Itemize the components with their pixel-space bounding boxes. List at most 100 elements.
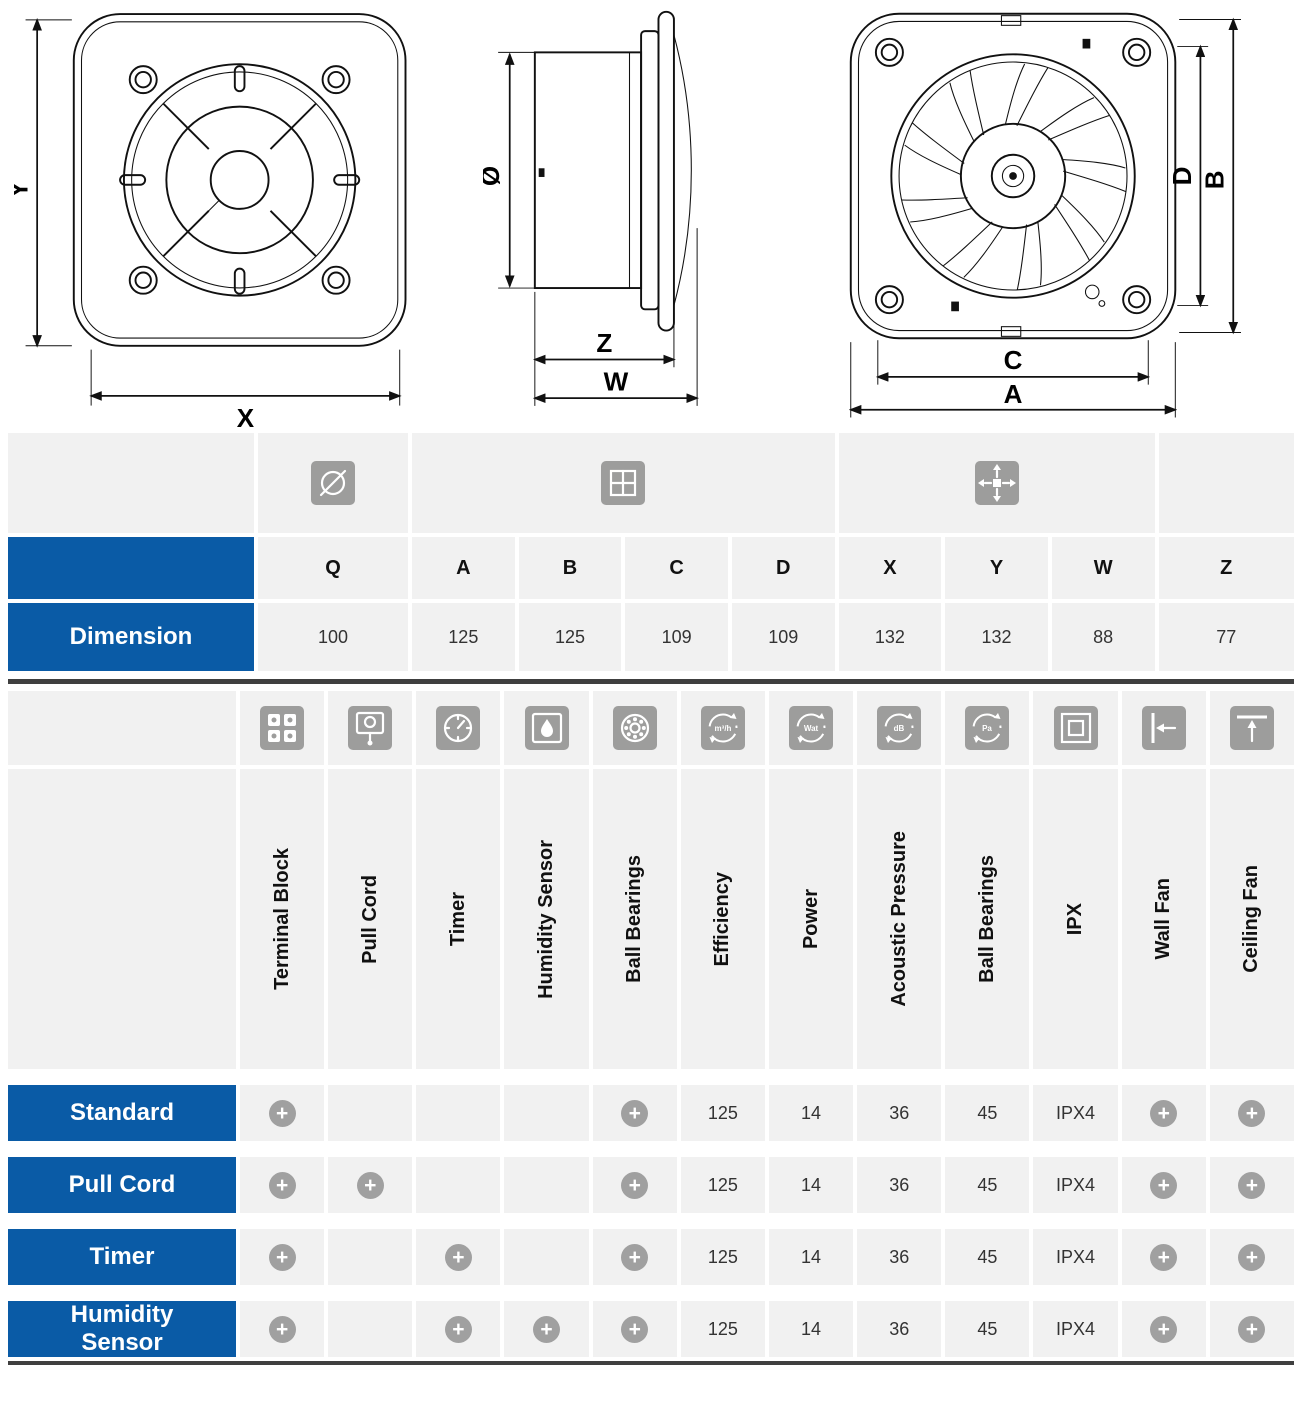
feature-column-label-cell: Ball Bearings — [945, 769, 1030, 1069]
feature-value-cell: 36 — [857, 1085, 942, 1141]
feature-icon-cell: dB — [857, 691, 942, 765]
feature-value-cell: + — [240, 1301, 325, 1357]
feature-value-cell: 14 — [768, 1085, 854, 1141]
wall-fan-icon — [1141, 706, 1186, 750]
dimension-row-label: Dimension — [8, 603, 254, 671]
svg-text:dB: dB — [894, 724, 905, 733]
dimension-column-header: D — [731, 537, 835, 599]
feature-column-label: Humidity Sensor — [535, 839, 558, 999]
dimension-column-header: Q — [258, 537, 408, 599]
feature-value-cell — [416, 1157, 501, 1213]
plus-icon: + — [1238, 1243, 1266, 1271]
plus-icon: + — [444, 1315, 472, 1343]
dimension-icon-empty-cell — [1158, 433, 1294, 533]
dimension-header-blank-cell — [8, 537, 254, 599]
feature-column-label: Efficiency — [711, 871, 734, 967]
feature-value-cell: 45 — [945, 1157, 1030, 1213]
feature-value-cell: + — [1121, 1229, 1206, 1285]
feature-column-label: Timer — [446, 891, 469, 947]
feature-value-cell: 36 — [857, 1157, 942, 1213]
diameter-icon — [311, 461, 355, 505]
plus-icon: + — [621, 1315, 649, 1343]
feature-column-label: IPX — [1064, 902, 1087, 936]
feature-value-cell: 36 — [857, 1229, 942, 1285]
plus-icon: + — [1150, 1171, 1178, 1199]
feature-value-cell: + — [416, 1229, 501, 1285]
power-icon: Wat — [789, 706, 834, 750]
plus-icon: + — [1150, 1315, 1178, 1343]
plus-icon: + — [444, 1243, 472, 1271]
front-view-drawing: Y X — [14, 13, 407, 431]
back-inner-horizontal-dim-label: C — [1004, 345, 1023, 375]
feature-column-label: Terminal Block — [270, 848, 293, 990]
feature-column-label-cell: Pull Cord — [328, 769, 413, 1069]
feature-row-label-text: Timer — [89, 1243, 155, 1271]
feature-value-cell: 45 — [945, 1301, 1030, 1357]
plus-icon: + — [1150, 1243, 1178, 1271]
dimension-icon-row — [8, 433, 1294, 533]
feature-value-cell: + — [1209, 1229, 1294, 1285]
feature-row-label: Humidity Sensor — [8, 1301, 236, 1357]
feature-column-label-cell: Efficiency — [680, 769, 765, 1069]
feature-table-corner-cell — [8, 691, 236, 765]
dimension-column-header: Z — [1158, 537, 1294, 599]
feature-column-label-cell: Humidity Sensor — [504, 769, 589, 1069]
back-inner-vertical-dim-label: D — [1167, 167, 1197, 186]
plus-icon: + — [268, 1171, 296, 1199]
feature-icon-cell — [1209, 691, 1294, 765]
feature-value-cell — [504, 1157, 589, 1213]
feature-value-cell: + — [1209, 1085, 1294, 1141]
feature-label-corner-cell — [8, 769, 236, 1069]
feature-row-label: Standard — [8, 1085, 236, 1141]
feature-value-cell: + — [592, 1157, 677, 1213]
feature-column-label-cell: IPX — [1033, 769, 1118, 1069]
feature-value-cell — [504, 1229, 589, 1285]
feature-column-label: Acoustic Pressure — [887, 831, 910, 1007]
feature-value-cell: + — [592, 1085, 677, 1141]
feature-value-cell — [328, 1229, 413, 1285]
feature-column-label-cell: Ball Bearings — [592, 769, 677, 1069]
feature-value-cell: + — [1121, 1157, 1206, 1213]
plus-icon: + — [1150, 1099, 1178, 1127]
feature-column-label-cell: Ceiling Fan — [1209, 769, 1294, 1069]
feature-value-cell: + — [1209, 1157, 1294, 1213]
side-view-drawing: Ø Z W — [483, 10, 699, 406]
front-view-icon — [601, 461, 646, 505]
feature-column-label: Ball Bearings — [623, 855, 646, 983]
dimension-value-cell: 100 — [258, 603, 408, 671]
feature-icon-cell — [592, 691, 677, 765]
dimension-icon-cell — [258, 433, 408, 533]
feature-value-cell: 45 — [945, 1085, 1030, 1141]
feature-value-cell: + — [1121, 1301, 1206, 1357]
feature-value-cell: 14 — [768, 1157, 854, 1213]
feature-column-label-cell: Timer — [416, 769, 501, 1069]
feature-row-label-text: Pull Cord — [68, 1171, 176, 1199]
dimension-value-cell: 109 — [625, 603, 728, 671]
svg-text:Wat: Wat — [804, 724, 819, 733]
feature-value-cell: + — [416, 1301, 501, 1357]
dimension-column-header: A — [412, 537, 515, 599]
dimension-value-cell: 125 — [412, 603, 515, 671]
feature-value-cell: IPX4 — [1033, 1157, 1118, 1213]
back-outer-horizontal-dim-label: A — [1004, 379, 1023, 409]
dimension-value-cell: 88 — [1051, 603, 1155, 671]
feature-row-label: Timer — [8, 1229, 236, 1285]
feature-value-cell: 125 — [680, 1229, 765, 1285]
plus-icon: + — [621, 1171, 649, 1199]
feature-value-cell: + — [328, 1157, 413, 1213]
dimension-column-header: X — [838, 537, 942, 599]
feature-column-label: Ceiling Fan — [1240, 865, 1263, 973]
feature-value-cell: + — [1121, 1085, 1206, 1141]
feature-value-cell: + — [240, 1085, 325, 1141]
feature-value-cell: + — [504, 1301, 589, 1357]
feature-icon-cell: Pa — [945, 691, 1030, 765]
dimension-value-cell: 132 — [945, 603, 1048, 671]
technical-drawings: Y X — [0, 0, 1302, 433]
feature-value-cell: 36 — [857, 1301, 942, 1357]
front-vertical-dim-label: Y — [14, 181, 34, 198]
section-divider — [8, 679, 1294, 684]
